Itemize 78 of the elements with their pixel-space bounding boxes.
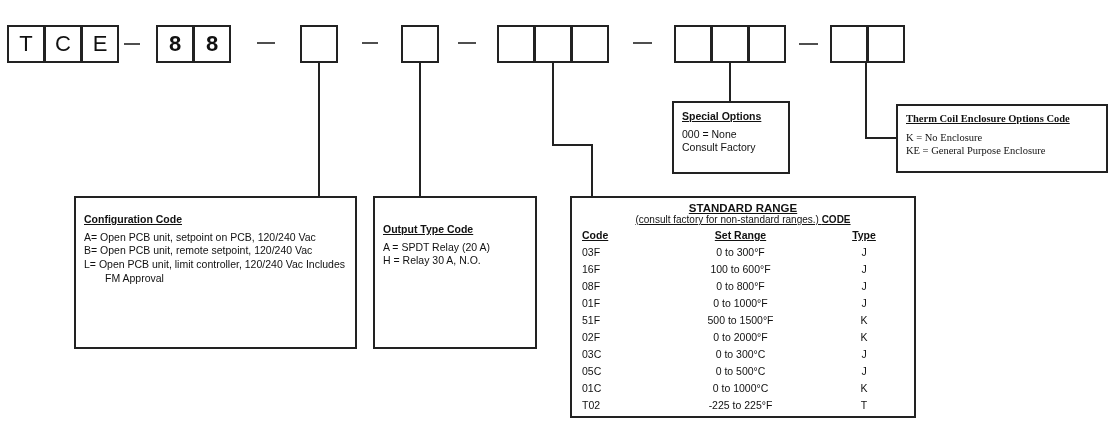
table-cell-text: 0 to 500°C [714, 365, 767, 379]
table-cell-text: 500 to 1500°F [706, 314, 775, 328]
table-cell-text: K [859, 314, 869, 328]
blank-code-cell [497, 25, 535, 63]
table-cell-text: K [859, 382, 869, 396]
option-text: A= Open PCB unit, setpoint on PCB, 120/240 Vac [84, 230, 317, 245]
table-cell-text: J [860, 297, 868, 311]
option-text: Consult Factory [682, 141, 757, 155]
blank-code-cell [300, 25, 338, 63]
column-header: Type [851, 229, 877, 243]
blank-code-cell [830, 25, 868, 63]
connector-line [552, 62, 593, 197]
code-cell [81, 25, 119, 63]
option-text: L= Open PCB unit, limit controller, 120/240 Vac Includes FM Approval [84, 257, 346, 286]
code-character: 8 [168, 33, 182, 55]
table-cell-text: J [860, 280, 868, 294]
code-cell [156, 25, 194, 63]
table-title: STANDARD RANGE [687, 202, 799, 214]
blank-code-cell [401, 25, 439, 63]
table-cell-text: 03F [582, 246, 602, 260]
table-cell-text: 16F [582, 263, 602, 277]
panel-heading: Output Type Code [383, 222, 475, 237]
range-table-panel [570, 196, 916, 418]
blank-code-cell [571, 25, 609, 63]
table-cell-text: 03C [582, 348, 603, 362]
blank-code-cell [748, 25, 786, 63]
connector-line [318, 62, 320, 197]
option-text: KE = General Purpose Enclosure [906, 144, 1047, 158]
connector-line [865, 62, 897, 139]
table-cell-text: 08F [582, 280, 602, 294]
blank-code-cell [534, 25, 572, 63]
table-cell-text: 02F [582, 331, 602, 345]
table-cell-text: -225 to 225°F [707, 399, 774, 413]
table-cell-text: 0 to 300°C [714, 348, 767, 362]
table-cell-text: T02 [582, 399, 602, 413]
table-subtitle: (consult factory for non-standard ranges.) CODE [634, 214, 852, 225]
panel-heading: Therm Coil Enclosure Options Code [906, 112, 1071, 126]
table-cell-text: 51F [582, 314, 602, 328]
table-cell-text: K [859, 331, 869, 345]
code-cell [7, 25, 45, 63]
option-text: H = Relay 30 A, N.O. [383, 254, 482, 268]
table-cell-text: 01F [582, 297, 602, 311]
table-cell-text: J [860, 246, 868, 260]
code-character: E [92, 33, 108, 55]
table-cell-text: T [859, 399, 869, 413]
table-cell-text: 0 to 1000°F [712, 297, 769, 311]
connector-line [729, 62, 731, 102]
panel-heading: Special Options [682, 109, 763, 124]
table-cell-text: 05C [582, 365, 603, 379]
panel-heading: Configuration Code [84, 212, 183, 227]
blank-code-cell [674, 25, 712, 63]
table-cell-text: 0 to 2000°F [712, 331, 769, 345]
option-text: A = SPDT Relay (20 A) [383, 240, 491, 255]
table-cell-text: J [860, 348, 868, 362]
option-text: 000 = None [682, 127, 738, 142]
code-character: T [19, 33, 33, 55]
option-panel [672, 101, 790, 174]
code-cell [44, 25, 82, 63]
code-character: 8 [205, 33, 219, 55]
option-text: K = No Enclosure [906, 130, 984, 145]
table-cell-text: 0 to 800°F [715, 280, 766, 294]
table-cell-text: 0 to 300°F [715, 246, 766, 260]
code-character: C [55, 33, 71, 55]
code-cell [193, 25, 231, 63]
connector-line [419, 62, 421, 197]
option-panel [896, 104, 1108, 173]
table-cell-text: 100 to 600°F [709, 263, 772, 277]
column-header: Set Range [713, 229, 768, 243]
table-cell-text: 0 to 1000°C [711, 382, 770, 396]
option-panel [74, 196, 357, 349]
blank-code-cell [711, 25, 749, 63]
table-cell-text: J [860, 263, 868, 277]
table-cell-text: 01C [582, 382, 603, 396]
option-text: B= Open PCB unit, remote setpoint, 120/240 Vac [84, 244, 314, 258]
blank-code-cell [867, 25, 905, 63]
table-cell-text: J [860, 365, 868, 379]
option-panel [373, 196, 537, 349]
column-header: Code [582, 229, 610, 243]
